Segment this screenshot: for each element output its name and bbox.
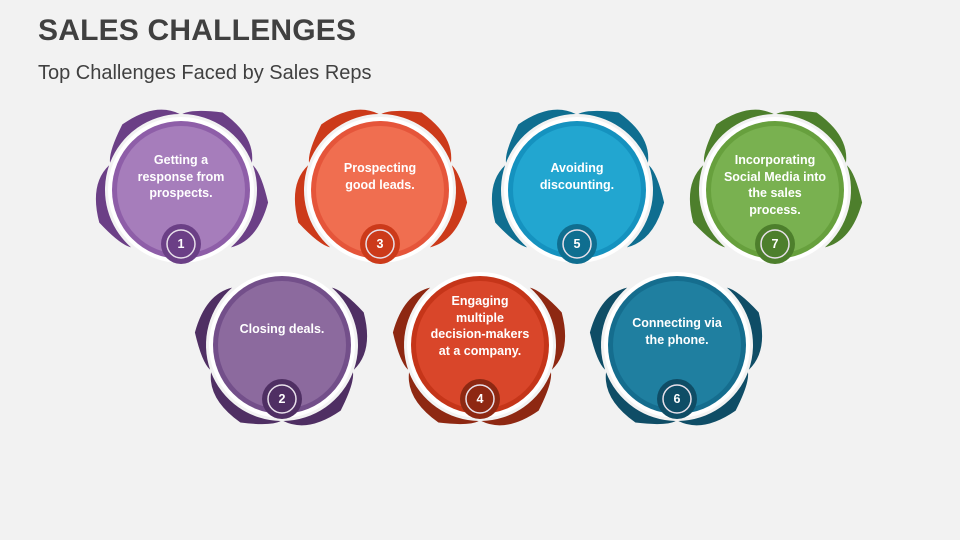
challenge-text-line: Avoiding xyxy=(550,161,604,175)
slide-subtitle: Top Challenges Faced by Sales Reps xyxy=(38,62,372,84)
challenge-text-line: discounting. xyxy=(539,177,615,192)
challenge-text: Closing deals. xyxy=(230,321,334,338)
challenge-text-line: the sales process. xyxy=(748,186,802,217)
challenge-item-5: Avoiding discounting. 5 xyxy=(487,100,667,280)
petal-circle-icon xyxy=(194,272,368,426)
petal-circle-icon xyxy=(689,109,863,264)
challenge-text-line: Engaging xyxy=(451,294,509,308)
challenge-text: Connecting via the phone. xyxy=(625,315,729,348)
number-badge: 3 xyxy=(376,237,384,251)
number-badge: 6 xyxy=(673,392,681,406)
petal-circle-icon xyxy=(491,109,665,264)
number-badge: 2 xyxy=(278,392,286,406)
petal-circle-icon xyxy=(392,272,566,426)
number-badge: 1 xyxy=(177,237,185,251)
challenge-text-line: at a company. xyxy=(438,343,522,358)
challenge-item-3: Prospecting good leads. 3 xyxy=(290,100,470,280)
challenge-text-line: Connecting via xyxy=(632,316,722,330)
slide-title: SALES CHALLENGES xyxy=(38,14,357,47)
petal-circle-icon xyxy=(95,109,269,264)
petal-circle-icon xyxy=(589,272,763,426)
challenge-text-line: prospects. xyxy=(149,186,213,200)
challenge-item-6: Connecting via the phone. 6 xyxy=(587,255,767,435)
challenge-item-1: Getting a response from prospects. 1 xyxy=(91,100,271,280)
number-badge: 4 xyxy=(476,392,484,406)
petal-circle-icon xyxy=(294,109,468,264)
challenge-text-line: Getting a xyxy=(153,153,209,167)
challenge-text: Avoiding discounting. xyxy=(525,160,629,193)
number-badge: 5 xyxy=(573,237,581,251)
challenge-text-line: good leads. xyxy=(345,177,415,192)
challenge-text-line: Prospecting xyxy=(343,161,417,175)
challenge-text-line: Closing deals. xyxy=(239,322,325,336)
challenge-text: Prospecting good leads. xyxy=(328,160,432,193)
number-badge: 7 xyxy=(771,237,779,251)
challenge-text: Getting a response from prospects. xyxy=(129,152,233,202)
challenge-text-line: multiple xyxy=(456,310,504,325)
challenge-text-line: Social Media into xyxy=(723,169,827,184)
challenge-item-4: Engaging multiple decision-makers at a comp… xyxy=(390,255,570,435)
challenge-text-line: decision-makers xyxy=(430,327,530,341)
challenge-text-line: response from xyxy=(137,169,225,184)
challenge-item-2: Closing deals. 2 xyxy=(192,255,372,435)
challenge-text: Engaging multiple decision-makers at a comp… xyxy=(428,293,532,359)
challenge-text-line: the phone. xyxy=(645,332,709,347)
challenge-text-line: Incorporating xyxy=(734,153,816,167)
